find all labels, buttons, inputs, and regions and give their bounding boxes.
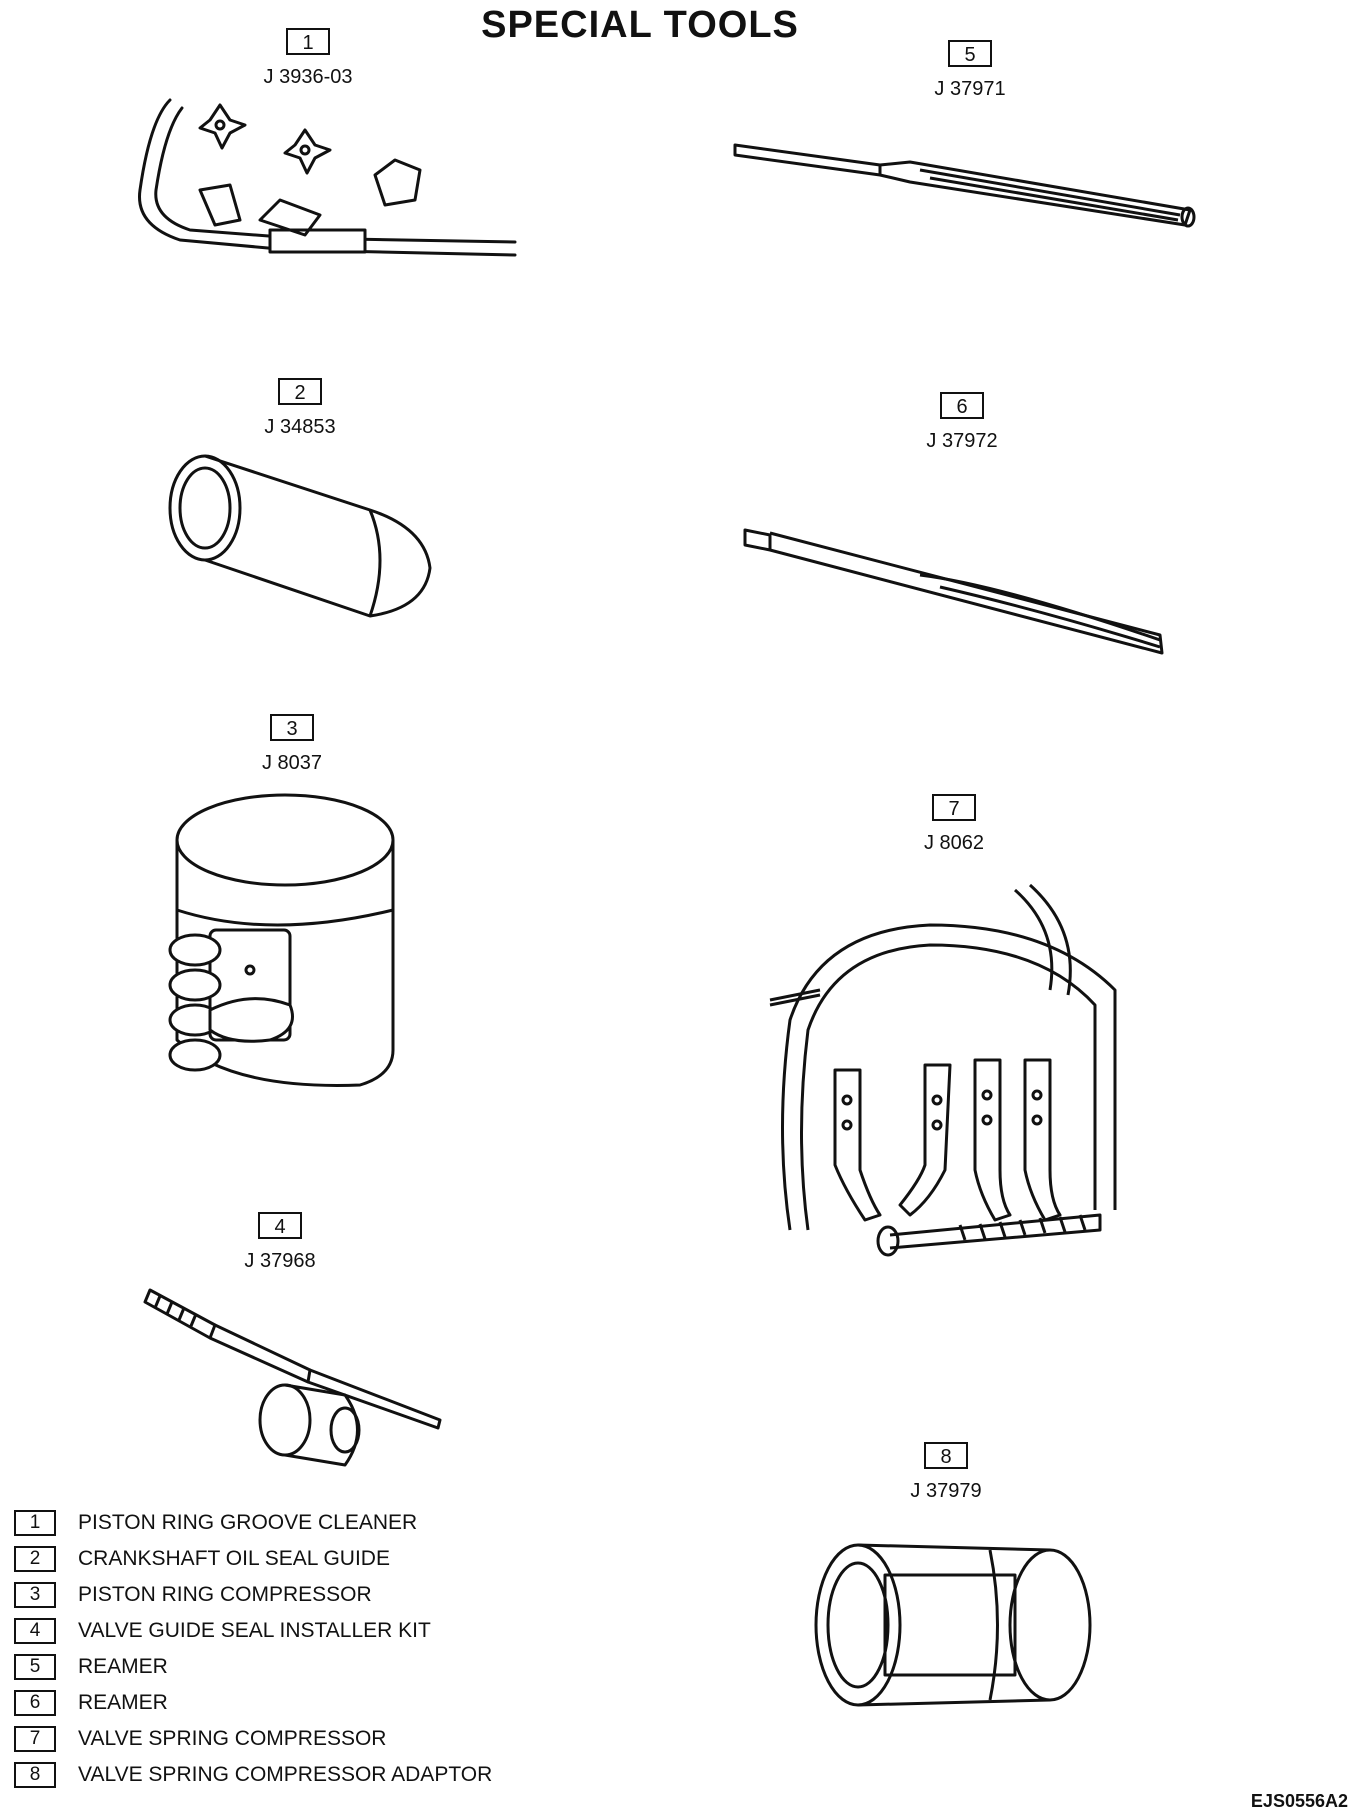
tool-4-part-number: J 37968	[244, 1250, 316, 1272]
figure-code: EJS0556A2	[1250, 1791, 1348, 1811]
legend-number: 4	[14, 1618, 56, 1644]
tool-1-number: 1	[286, 28, 330, 55]
page-title: SPECIAL TOOLS	[481, 4, 799, 46]
legend-row: 8 VALVE SPRING COMPRESSOR ADAPTOR	[14, 1757, 492, 1793]
tool-3-number: 3	[270, 714, 314, 741]
legend-row: 6 REAMER	[14, 1685, 492, 1721]
tool-1-part-number: J 3936-03	[263, 66, 353, 88]
legend-number: 3	[14, 1582, 56, 1608]
legend-number: 8	[14, 1762, 56, 1788]
tool-legend: 1 PISTON RING GROOVE CLEANER 2 CRANKSHAF…	[14, 1505, 492, 1793]
tool-8-number: 8	[924, 1442, 968, 1469]
tool-3-part-number: J 8037	[261, 752, 323, 774]
valve-guide-seal-installer-kit-drawing	[143, 1288, 442, 1467]
legend-label: CRANKSHAFT OIL SEAL GUIDE	[78, 1547, 390, 1570]
valve-spring-compressor-drawing	[769, 883, 1117, 1257]
legend-number: 7	[14, 1726, 56, 1752]
tool-6-part-number: J 37972	[926, 430, 998, 452]
legend-label: PISTON RING COMPRESSOR	[78, 1583, 372, 1606]
reamer-j37972-drawing	[743, 528, 1164, 655]
piston-ring-compressor-drawing	[168, 793, 395, 1087]
tool-6-number: 6	[940, 392, 984, 419]
legend-number: 1	[14, 1510, 56, 1536]
tool-5-part-number: J 37971	[934, 78, 1006, 100]
crankshaft-oil-seal-guide-drawing	[168, 454, 432, 618]
legend-row: 7 VALVE SPRING COMPRESSOR	[14, 1721, 492, 1757]
legend-label: VALVE SPRING COMPRESSOR ADAPTOR	[78, 1763, 493, 1786]
legend-number: 6	[14, 1690, 56, 1716]
legend-number: 5	[14, 1654, 56, 1680]
legend-row: 5 REAMER	[14, 1649, 492, 1685]
legend-number: 2	[14, 1546, 56, 1572]
tool-2-number: 2	[278, 378, 322, 405]
legend-label: REAMER	[78, 1691, 168, 1714]
legend-row: 3 PISTON RING COMPRESSOR	[14, 1577, 492, 1613]
piston-ring-groove-cleaner-drawing	[138, 98, 517, 257]
legend-label: VALVE GUIDE SEAL INSTALLER KIT	[78, 1619, 431, 1642]
legend-row: 2 CRANKSHAFT OIL SEAL GUIDE	[14, 1541, 492, 1577]
tool-7-part-number: J 8062	[923, 832, 985, 854]
tool-7-number: 7	[932, 794, 976, 821]
legend-row: 4 VALVE GUIDE SEAL INSTALLER KIT	[14, 1613, 492, 1649]
legend-label: VALVE SPRING COMPRESSOR	[78, 1727, 387, 1750]
tool-4-number: 4	[258, 1212, 302, 1239]
reamer-j37971-drawing	[733, 143, 1196, 228]
legend-label: PISTON RING GROOVE CLEANER	[78, 1511, 418, 1534]
legend-row: 1 PISTON RING GROOVE CLEANER	[14, 1505, 492, 1541]
legend-label: REAMER	[78, 1655, 168, 1678]
tool-2-part-number: J 34853	[264, 416, 336, 438]
tool-8-part-number: J 37979	[910, 1480, 982, 1502]
valve-spring-compressor-adaptor-drawing	[814, 1543, 1092, 1707]
tool-5-number: 5	[948, 40, 992, 67]
